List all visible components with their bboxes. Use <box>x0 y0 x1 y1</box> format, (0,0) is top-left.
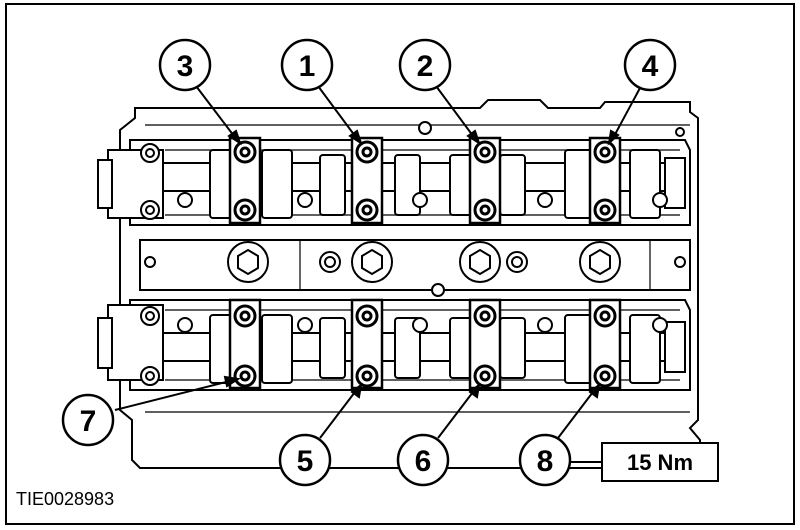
cylinder-head-outline <box>119 99 701 469</box>
callout-3-label: 3 <box>177 50 194 83</box>
callout-2-label: 2 <box>417 50 434 83</box>
callout-8: 8 <box>518 433 572 487</box>
bearing-cap-bolts <box>233 140 617 388</box>
bolt-4-upper <box>593 140 617 164</box>
figure-id-label: TIE0028983 <box>16 489 114 509</box>
bolt-2-upper <box>473 140 497 164</box>
bolt-2-lower <box>473 198 497 222</box>
leader-lines <box>114 85 641 439</box>
callout-2: 2 <box>398 38 452 92</box>
bolt-6-upper <box>473 304 497 328</box>
bolt-1-upper <box>355 140 379 164</box>
callout-1: 1 <box>280 38 334 92</box>
callout-5: 5 <box>278 433 332 487</box>
bolt-7-upper <box>233 304 257 328</box>
callout-7-label: 7 <box>80 405 97 438</box>
torque-spec-label: 15 Nm <box>627 450 693 475</box>
callout-5-label: 5 <box>297 445 314 478</box>
figure-frame <box>5 3 795 525</box>
bolt-8-lower <box>593 364 617 388</box>
bolt-4-lower <box>593 198 617 222</box>
torque-spec-box: 15 Nm <box>570 442 719 482</box>
bolt-3-lower <box>233 198 257 222</box>
callout-4: 4 <box>623 38 677 92</box>
callout-6: 6 <box>396 433 450 487</box>
callout-1-label: 1 <box>299 50 316 83</box>
end-journal-bolts <box>140 121 685 386</box>
callout-8-label: 8 <box>537 445 554 478</box>
bolt-5-lower <box>355 364 379 388</box>
callout-4-label: 4 <box>642 50 659 83</box>
bolt-7-lower <box>233 364 257 388</box>
callout-6-label: 6 <box>415 445 432 478</box>
bolt-6-lower <box>473 364 497 388</box>
bolt-5-upper <box>355 304 379 328</box>
callout-7: 7 <box>61 393 115 447</box>
center-rail-bolts <box>144 241 686 283</box>
bolt-1-lower <box>355 198 379 222</box>
callout-3: 3 <box>158 38 212 92</box>
bolt-8-upper <box>593 304 617 328</box>
center-rail <box>139 239 691 291</box>
bolt-3-upper <box>233 140 257 164</box>
